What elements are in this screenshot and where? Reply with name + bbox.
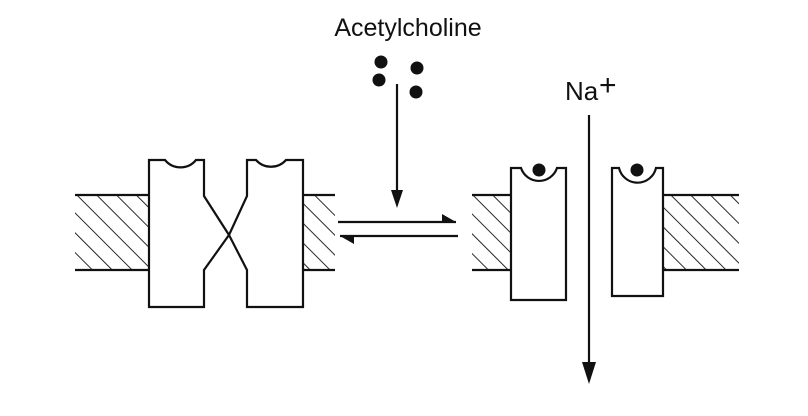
molecule-dot	[372, 73, 386, 87]
molecule-dot	[409, 85, 423, 99]
closed-subunit-left	[147, 158, 231, 309]
open-subunit-left	[509, 166, 568, 302]
acetylcholine-molecules	[372, 55, 424, 99]
sodium-ion-label: Na	[565, 76, 599, 106]
acetylcholine-label: Acetylcholine	[334, 14, 481, 42]
equilibrium-arrows	[338, 214, 458, 244]
membrane-hatch-left	[75, 195, 149, 270]
open-channel	[472, 115, 739, 384]
closed-channel	[75, 158, 335, 309]
membrane-hatch-right	[663, 195, 739, 270]
ligand-binding-arrow	[391, 84, 403, 208]
bound-acetylcholine-dot	[532, 163, 546, 177]
sodium-ion-charge: +	[599, 69, 617, 102]
molecule-dot	[410, 61, 424, 75]
open-subunit-right	[610, 166, 665, 298]
molecule-dot	[374, 55, 388, 69]
membrane-hatch-left-inner	[303, 195, 335, 270]
ion-flow-arrow	[582, 115, 596, 384]
bound-acetylcholine-dot	[630, 163, 644, 177]
membrane-hatch-right-outer	[472, 195, 511, 270]
closed-subunit-right	[227, 158, 305, 309]
